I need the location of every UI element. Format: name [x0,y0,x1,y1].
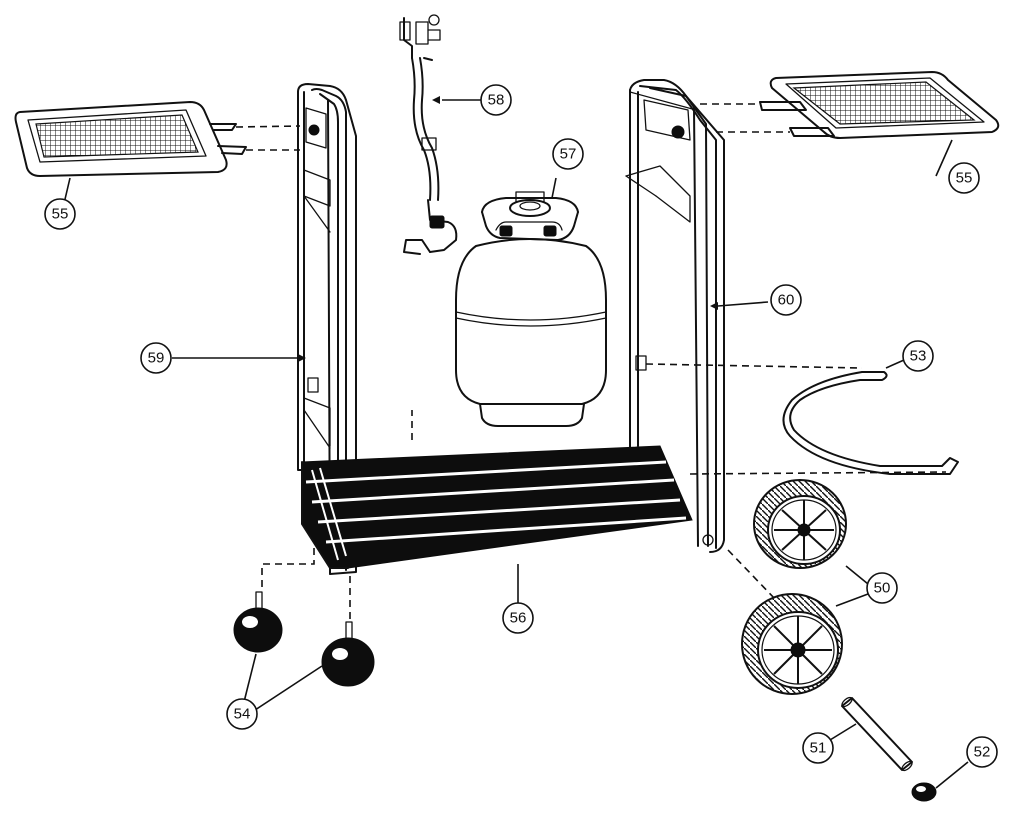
caster-right [321,621,375,687]
callout-52-label: 52 [974,744,991,761]
callout-55-right: 55 [948,162,980,194]
rear-wheel-upper [753,479,847,569]
callout-56-label: 56 [510,610,527,627]
callout-51: 51 [802,732,834,764]
callout-58-label: 58 [488,92,505,109]
callout-60: 60 [770,284,802,316]
right-frame [625,79,725,553]
callout-57-label: 57 [560,146,577,163]
callout-57: 57 [552,138,584,170]
right-side-shelf [759,71,1000,139]
callout-50-label: 50 [874,580,891,597]
callout-53: 53 [902,340,934,372]
callout-54: 54 [226,698,258,730]
callout-50: 50 [866,572,898,604]
tank-retainer [782,371,959,475]
callout-55-right-label: 55 [956,170,973,187]
caster-left [233,591,283,653]
propane-tank [455,191,607,427]
callout-60-label: 60 [778,292,795,309]
hubcap-nut [911,782,937,802]
left-frame [297,83,357,575]
callout-56: 56 [502,602,534,634]
callout-55-left: 55 [44,198,76,230]
gas-hose-regulator [399,14,458,255]
axle [841,696,913,772]
callout-51-label: 51 [810,740,827,757]
bottom-shelf [301,445,693,569]
callout-59-label: 59 [148,350,165,367]
callout-52: 52 [966,736,998,768]
callout-53-label: 53 [910,348,927,365]
callout-54-label: 54 [234,706,251,723]
callout-58: 58 [480,84,512,116]
callout-55-left-label: 55 [52,206,69,223]
left-side-shelf [14,101,247,177]
leader-lines [61,96,969,789]
callout-59: 59 [140,342,172,374]
rear-wheel-lower [741,593,843,695]
